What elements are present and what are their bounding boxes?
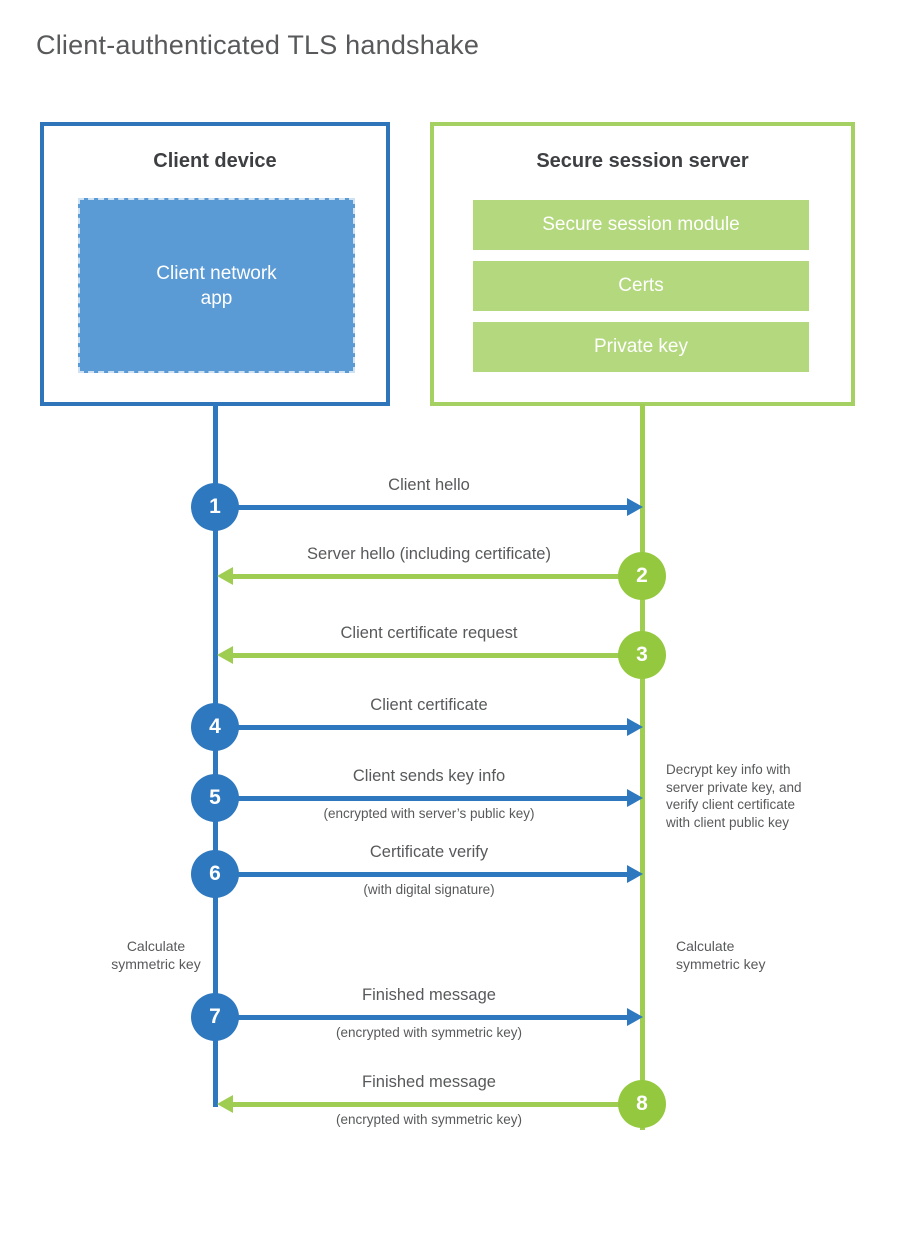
decrypt-note-line: server private key, and (666, 779, 802, 795)
step-1-circle: 1 (191, 483, 239, 531)
client-network-app-box: Client network app (78, 198, 355, 373)
step-8-sublabel: (encrypted with symmetric key) (335, 1112, 523, 1127)
arrow-left-icon (217, 567, 233, 585)
step-5-label: Client sends key info (352, 767, 506, 785)
step-1-arrow (215, 505, 627, 510)
step-5-circle: 5 (191, 774, 239, 822)
arrow-left-icon (217, 1095, 233, 1113)
page-title: Client-authenticated TLS handshake (36, 30, 480, 60)
server-module-private-key: Private key (473, 322, 809, 372)
step-1-number: 1 (209, 495, 221, 518)
arrow-right-icon (627, 865, 643, 883)
client-network-app-label: Client network app (156, 262, 277, 309)
client-lifeline (213, 404, 218, 1107)
step-7-circle: 7 (191, 993, 239, 1041)
step-5-sublabel: (encrypted with server’s public key) (323, 806, 535, 821)
calc-note-line: symmetric key (111, 956, 201, 972)
arrow-right-icon (627, 718, 643, 736)
client-device-title: Client device (153, 150, 277, 172)
step-6-label: Certificate verify (369, 843, 489, 861)
calculate-symmetric-key-note-client: Calculate symmetric key (95, 937, 217, 973)
step-4-number: 4 (209, 715, 221, 738)
secure-session-server-title: Secure session server (536, 150, 749, 172)
step-8-circle: 8 (618, 1080, 666, 1128)
arrow-right-icon (627, 789, 643, 807)
step-4-label: Client certificate (370, 696, 488, 714)
calc-note-line: Calculate (126, 938, 186, 954)
decrypt-key-note: Decrypt key info with server private key… (666, 761, 841, 831)
arrow-right-icon (627, 1008, 643, 1026)
step-5-number: 5 (209, 786, 221, 809)
step-2-arrow (233, 574, 642, 579)
step-2-circle: 2 (618, 552, 666, 600)
arrow-left-icon (217, 646, 233, 664)
step-6-sublabel: (with digital signature) (363, 882, 495, 897)
step-5-arrow (215, 796, 627, 801)
decrypt-note-line: verify client certificate (666, 797, 796, 812)
step-3-label: Client certificate request (340, 624, 518, 642)
step-3-circle: 3 (618, 631, 666, 679)
step-7-label: Finished message (362, 986, 496, 1004)
step-8-number: 8 (636, 1092, 648, 1115)
step-2-number: 2 (636, 564, 648, 587)
step-8-arrow (233, 1102, 642, 1107)
step-7-sublabel: (encrypted with symmetric key) (335, 1025, 523, 1040)
decrypt-note-line: with client public key (666, 814, 790, 830)
step-6-number: 6 (209, 862, 221, 885)
calc-note-line: symmetric key (676, 956, 766, 972)
step-6-circle: 6 (191, 850, 239, 898)
step-6-arrow (215, 872, 627, 877)
calc-note-line: Calculate (676, 938, 735, 954)
step-1-label: Client hello (388, 476, 470, 494)
calculate-symmetric-key-note-server: Calculate symmetric key (676, 937, 798, 973)
decrypt-note-line: Decrypt key info with (666, 762, 791, 777)
step-7-number: 7 (209, 1005, 221, 1028)
arrow-right-icon (627, 498, 643, 516)
server-module-certs: Certs (473, 261, 809, 311)
step-4-circle: 4 (191, 703, 239, 751)
step-3-number: 3 (636, 643, 648, 666)
step-3-arrow (233, 653, 642, 658)
server-module-secure-session: Secure session module (473, 200, 809, 250)
server-lifeline (640, 404, 645, 1130)
step-7-arrow (215, 1015, 627, 1020)
step-4-arrow (215, 725, 627, 730)
step-8-label: Finished message (362, 1073, 496, 1091)
step-2-label: Server hello (including certificate) (307, 545, 551, 563)
